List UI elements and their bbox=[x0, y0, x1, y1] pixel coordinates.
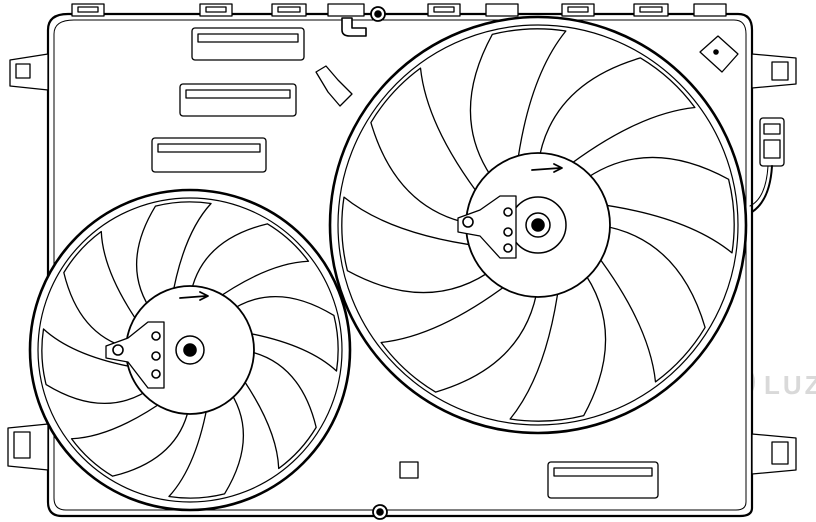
corner-clip bbox=[699, 35, 739, 73]
small-fan-blade bbox=[63, 230, 144, 351]
large-fan-blade bbox=[592, 224, 706, 383]
top-hook-clip bbox=[341, 17, 367, 37]
small-fan-ring-inner bbox=[37, 197, 343, 503]
large-fan-blade bbox=[469, 28, 567, 184]
large-fan-ring-inner bbox=[337, 24, 739, 426]
small-fan-blade bbox=[70, 396, 191, 477]
wire-clip bbox=[315, 65, 353, 107]
small-fan-blades bbox=[41, 201, 339, 499]
top-mounting-tabs bbox=[71, 3, 727, 17]
small-fan-blade bbox=[236, 349, 317, 470]
large-motor-bracket bbox=[457, 195, 517, 259]
small-fan-blade bbox=[168, 386, 245, 499]
large-fan-blade bbox=[370, 67, 484, 226]
large-fan-blade bbox=[537, 57, 696, 171]
side-mounting-brackets bbox=[7, 53, 797, 475]
small-fan-blade bbox=[226, 295, 339, 372]
bottom-small-clip bbox=[399, 461, 419, 479]
small-fan-blade bbox=[135, 201, 212, 314]
rotation-arrow-icon bbox=[179, 291, 209, 301]
large-fan-blade bbox=[380, 279, 539, 393]
large-fan-blade bbox=[509, 266, 607, 422]
small-fan-blade bbox=[41, 328, 154, 405]
large-fan-blade bbox=[341, 196, 497, 294]
watermark-brand-text: LUZAR bbox=[764, 370, 816, 400]
small-fan-blade bbox=[189, 223, 310, 304]
shroud-slots bbox=[151, 27, 659, 499]
connector-plug-icon bbox=[749, 117, 785, 213]
small-motor-bracket bbox=[105, 321, 165, 389]
rotation-arrow-icon bbox=[531, 163, 563, 173]
shroud-inner-edge bbox=[53, 19, 747, 511]
small-fan bbox=[28, 188, 352, 512]
large-fan bbox=[328, 15, 748, 435]
large-fan-blades bbox=[341, 28, 735, 422]
large-fan-blade bbox=[579, 156, 735, 254]
